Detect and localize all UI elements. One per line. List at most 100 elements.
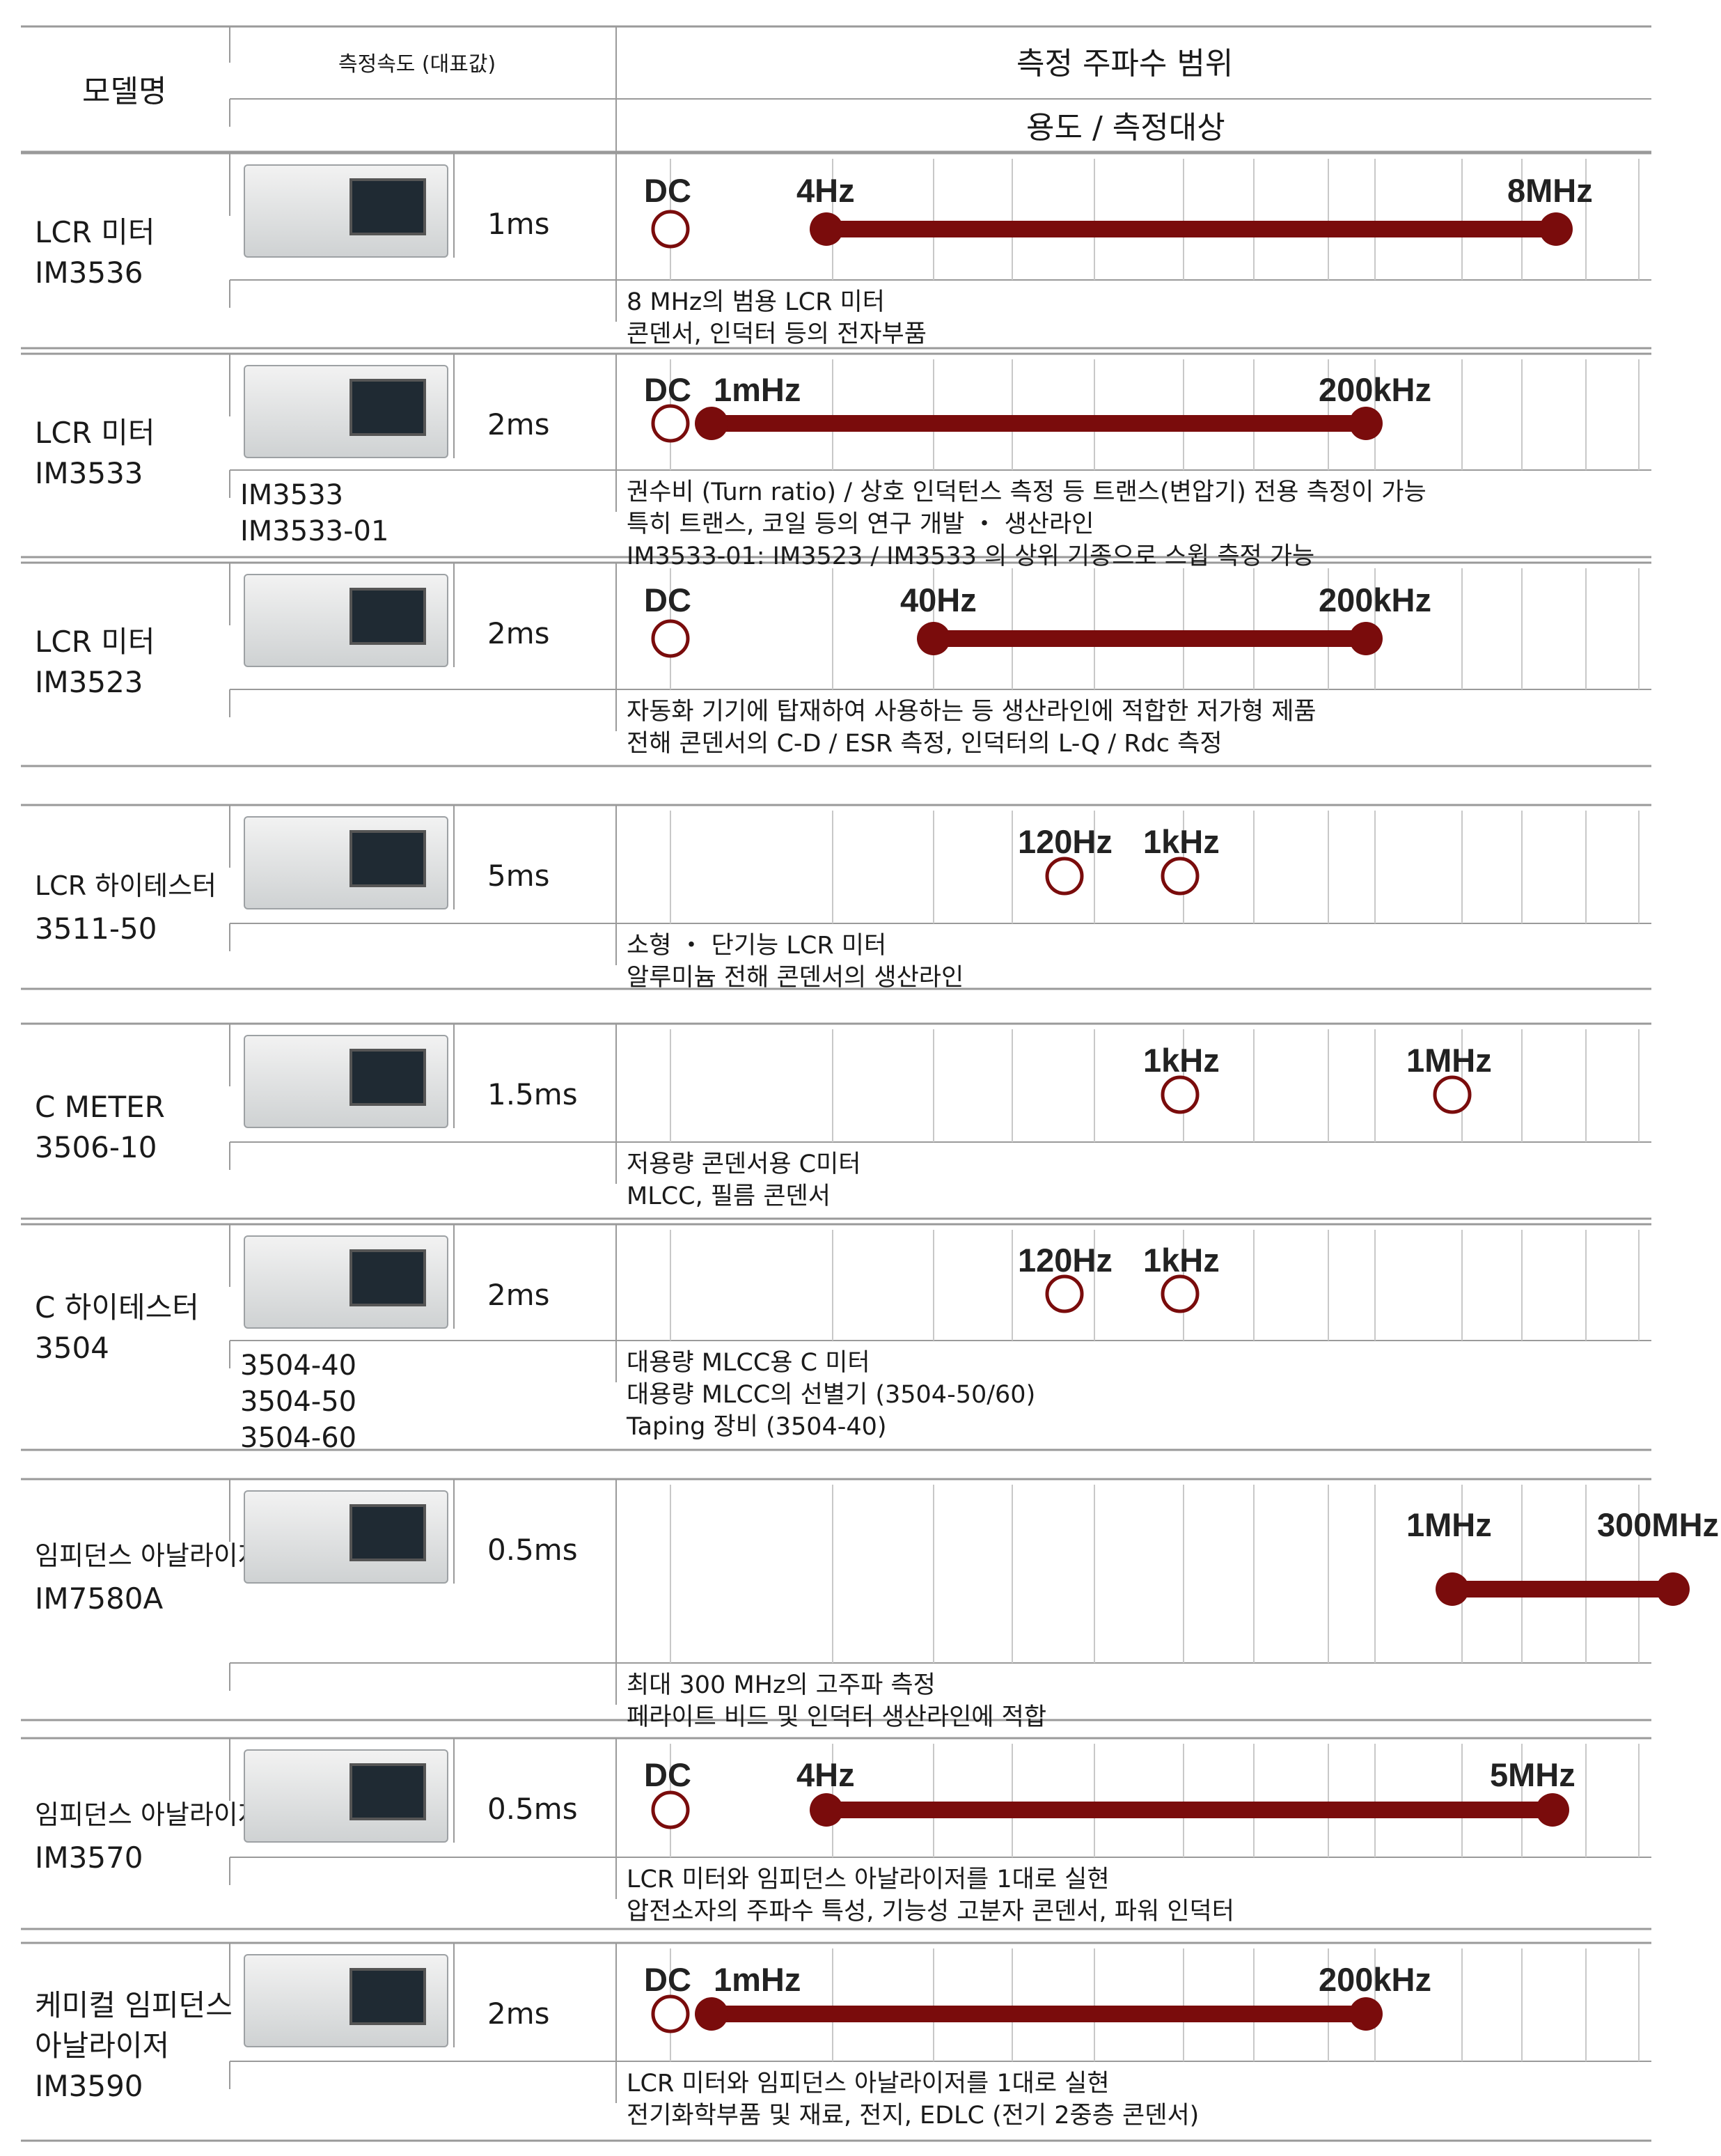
range-end-marker [1349, 622, 1383, 655]
usage-note: 소형 ・ 단기능 LCR 미터 [627, 932, 887, 960]
frequency-label: 4Hz [796, 1756, 855, 1793]
model-name-line: IM3523 [35, 665, 143, 699]
model-name-line: 3504 [35, 1331, 109, 1365]
dc-marker [651, 210, 690, 249]
dc-marker [651, 404, 690, 443]
usage-note: LCR 미터와 임피던스 아날라이저를 1대로 실현 [627, 1866, 1110, 1893]
measurement-speed: 2ms [487, 407, 550, 442]
usage-note: 알루미늄 전해 콘덴서의 생산라인 [627, 964, 964, 992]
usage-note: LCR 미터와 임피던스 아날라이저를 1대로 실현 [627, 2070, 1110, 2098]
model-name-line: 케미컬 임피던스 [35, 1988, 233, 2022]
instrument-photo [244, 1749, 448, 1843]
frequency-label: DC [644, 581, 691, 618]
model-name-line: IM7580A [35, 1581, 164, 1616]
frequency-label: 1MHz [1406, 1506, 1492, 1543]
frequency-label: DC [644, 172, 691, 209]
measurement-speed: 5ms [487, 859, 550, 893]
usage-note: IM3533-01: IM3523 / IM3533 의 상위 기종으로 스윕 … [627, 542, 1315, 570]
header-usage: 용도 / 측정대상 [1026, 110, 1225, 146]
model-name-line: IM3570 [35, 1841, 143, 1875]
instrument-screen [349, 1504, 426, 1561]
usage-note: 콘덴서, 인덕터 등의 전자부품 [627, 320, 927, 348]
usage-note: 페라이트 비드 및 인덕터 생산라인에 적합 [627, 1703, 1047, 1731]
frequency-label: DC [644, 1961, 691, 1998]
measurement-speed: 1.5ms [487, 1077, 578, 1111]
instrument-screen [349, 588, 426, 645]
model-name-line: 임피던스 아날라이저 [35, 1799, 262, 1830]
instrument-photo [244, 365, 448, 458]
usage-note: 대용량 MLCC용 C 미터 [627, 1349, 870, 1377]
range-start-marker [810, 212, 843, 246]
usage-note: 특히 트랜스, 코일 등의 연구 개발 ・ 생산라인 [627, 510, 1094, 538]
frequency-label: 300MHz [1597, 1506, 1720, 1543]
frequency-label: 200kHz [1319, 1961, 1431, 1998]
usage-note: 전해 콘덴서의 C-D / ESR 측정, 인덕터의 L-Q / Rdc 측정 [627, 730, 1223, 758]
frequency-label: 120Hz [1018, 1242, 1113, 1279]
model-name-line: 임피던스 아날라이저 [35, 1540, 262, 1571]
model-name-line: 3506-10 [35, 1130, 157, 1164]
frequency-label: 40Hz [900, 581, 977, 618]
header-speed: 측정속도 (대표값) [338, 52, 496, 77]
model-name-line: LCR 미터 [35, 215, 155, 249]
frequency-label: 1mHz [714, 371, 801, 408]
measurement-speed: 0.5ms [487, 1792, 578, 1826]
instrument-screen [349, 1968, 426, 2025]
instrument-photo [244, 1035, 448, 1128]
variant-model: IM3533 [240, 479, 344, 511]
model-name-line: LCR 미터 [35, 625, 155, 659]
variant-model: IM3533-01 [240, 515, 389, 547]
frequency-label: 120Hz [1018, 823, 1113, 860]
frequency-point-marker [1045, 857, 1084, 896]
instrument-screen [349, 1249, 426, 1306]
instrument-photo [244, 574, 448, 667]
frequency-label: 1kHz [1143, 1242, 1220, 1279]
frequency-label: 1kHz [1143, 1042, 1220, 1079]
usage-note: 자동화 기기에 탑재하여 사용하는 등 생산라인에 적합한 저가형 제품 [627, 698, 1317, 726]
model-name-line: C METER [35, 1090, 165, 1124]
variant-model: 3504-50 [240, 1386, 357, 1418]
measurement-speed: 2ms [487, 616, 550, 650]
usage-note: 압전소자의 주파수 특성, 기능성 고분자 콘덴서, 파워 인덕터 [627, 1898, 1234, 1925]
instrument-screen [349, 178, 426, 235]
model-name-line: IM3590 [35, 2069, 143, 2103]
range-start-marker [1436, 1572, 1469, 1606]
frequency-point-marker [1161, 857, 1200, 896]
usage-note: 권수비 (Turn ratio) / 상호 인덕턴스 측정 등 트랜스(변압기)… [627, 478, 1427, 506]
usage-note: MLCC, 필름 콘덴서 [627, 1182, 831, 1210]
instrument-screen [349, 379, 426, 436]
range-start-marker [917, 622, 950, 655]
frequency-label: DC [644, 371, 691, 408]
frequency-label: 1kHz [1143, 823, 1220, 860]
frequency-point-marker [1161, 1075, 1200, 1114]
model-name-line: 아날라이저 [35, 2029, 170, 2063]
instrument-screen [349, 1763, 426, 1820]
model-name-line: 3511-50 [35, 912, 157, 946]
header-range: 측정 주파수 범위 [1016, 46, 1234, 81]
model-name-line: IM3536 [35, 256, 143, 290]
instrument-photo [244, 1490, 448, 1584]
dc-marker [651, 619, 690, 658]
range-end-marker [1349, 407, 1383, 440]
frequency-label: 1mHz [714, 1961, 801, 1998]
instrument-photo [244, 816, 448, 909]
usage-note: 전기화학부품 및 재료, 전지, EDLC (전기 2중층 콘덴서) [627, 2102, 1200, 2130]
frequency-label: 1MHz [1406, 1042, 1492, 1079]
range-start-marker [695, 407, 728, 440]
frequency-label: 200kHz [1319, 581, 1431, 618]
variant-model: 3504-40 [240, 1350, 357, 1382]
measurement-speed: 2ms [487, 1997, 550, 2031]
range-end-marker [1349, 1997, 1383, 2031]
instrument-screen [349, 830, 426, 887]
usage-note: Taping 장비 (3504-40) [627, 1413, 887, 1441]
range-start-marker [695, 1997, 728, 2031]
instrument-photo [244, 1954, 448, 2047]
instrument-screen [349, 1049, 426, 1106]
frequency-point-marker [1045, 1274, 1084, 1313]
instrument-photo [244, 1235, 448, 1329]
range-end-marker [1536, 1793, 1569, 1827]
frequency-label: 5MHz [1490, 1756, 1575, 1793]
frequency-label: DC [644, 1756, 691, 1793]
frequency-label: 8MHz [1507, 172, 1593, 209]
